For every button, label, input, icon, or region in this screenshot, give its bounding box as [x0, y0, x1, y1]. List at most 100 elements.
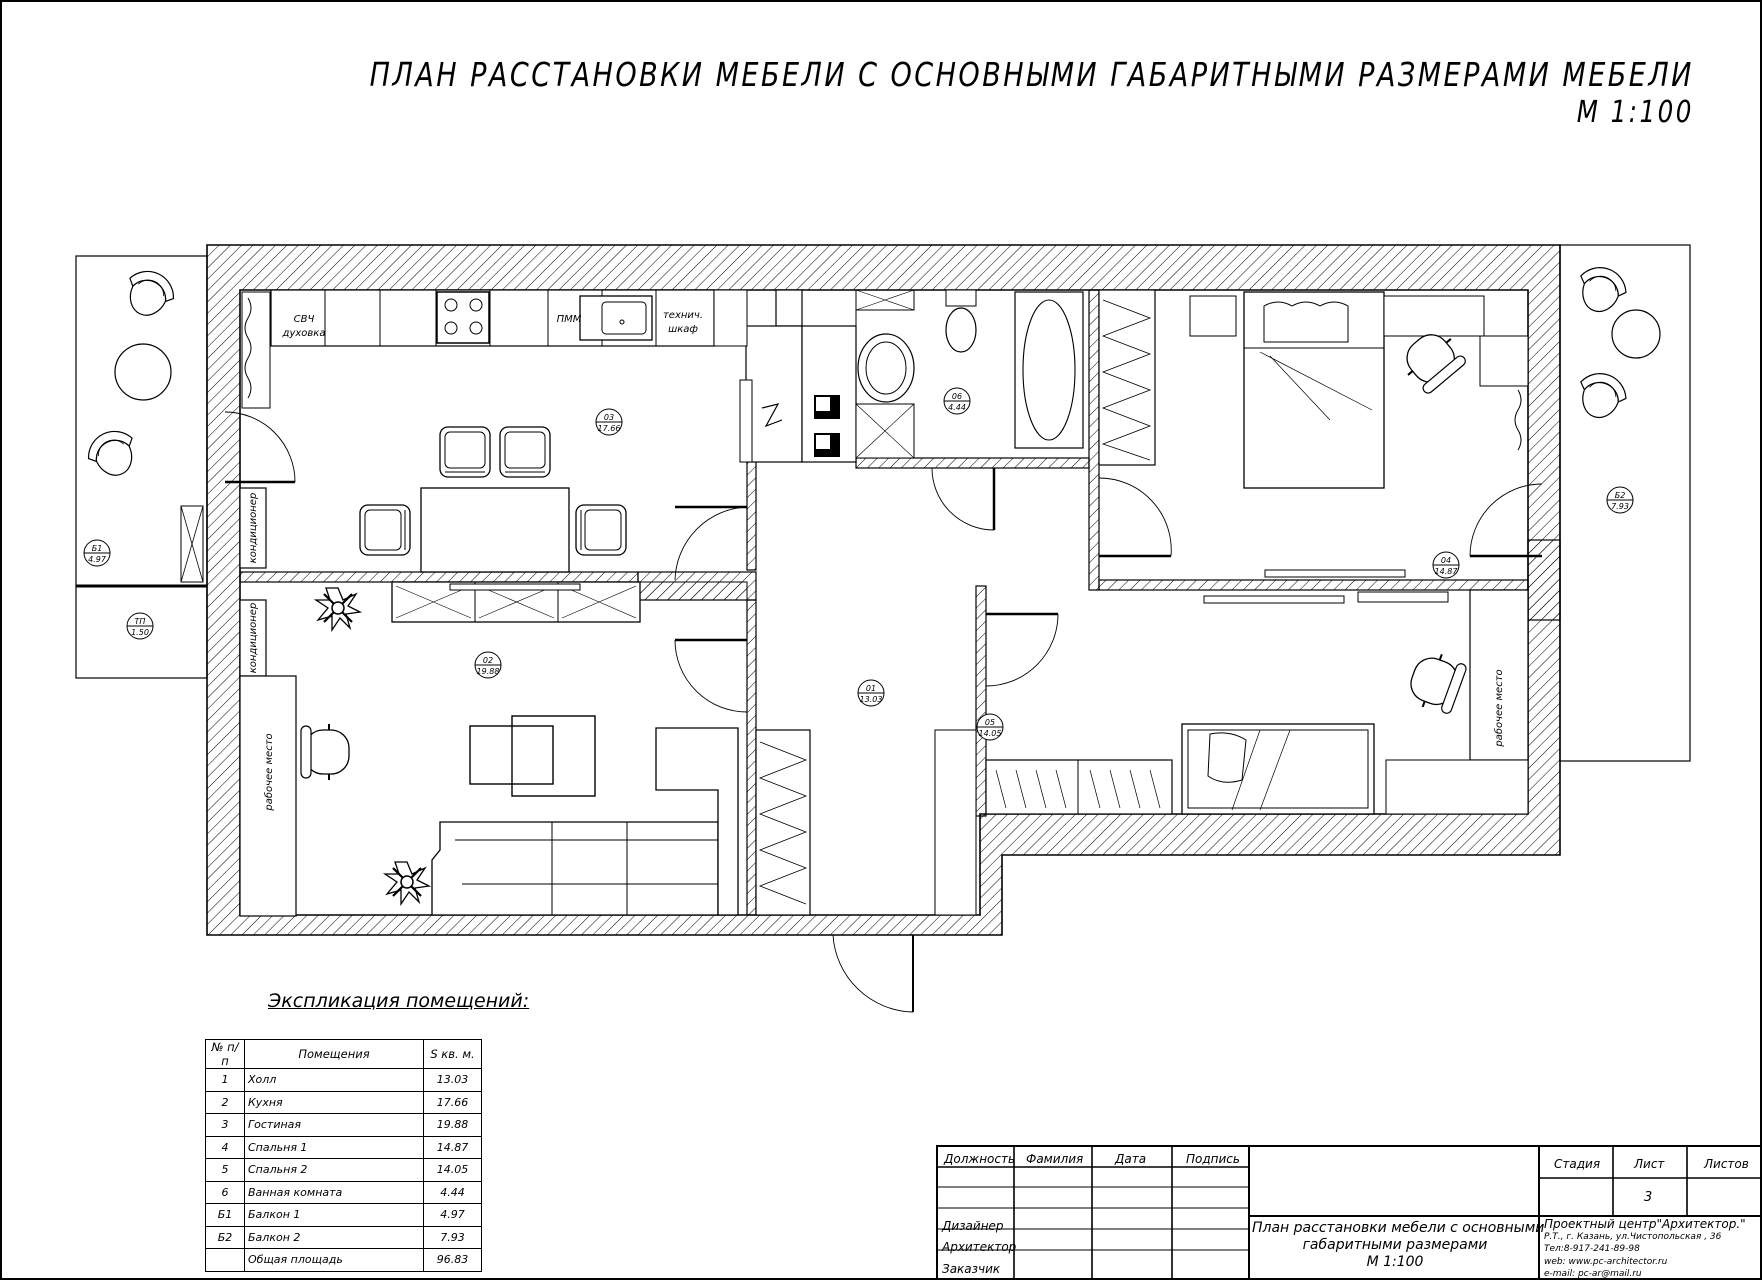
stamp-sheet-number: 3 — [1644, 1190, 1653, 1205]
stamp-sheet-label: Лист — [1634, 1157, 1665, 1171]
sofa — [431, 821, 719, 916]
svg-text:14.05: 14.05 — [979, 729, 1002, 738]
row-room: Спальня 1 — [244, 1135, 424, 1159]
washbasin — [857, 333, 915, 403]
svg-text:СВЧ: СВЧ — [294, 314, 315, 325]
row-number: 5 — [205, 1158, 245, 1182]
dining-table — [420, 487, 570, 573]
stamp-role-architect: Архитектор — [942, 1240, 1017, 1254]
row-number: 1 — [205, 1068, 245, 1092]
svg-text:технич.: технич. — [663, 310, 703, 321]
row-number: 3 — [205, 1113, 245, 1137]
row-area: 4.97 — [423, 1203, 482, 1227]
explication-title: Экспликация помещений: — [268, 990, 530, 1012]
svg-text:рабочее место: рабочее место — [1493, 669, 1505, 747]
svg-text:ТП: ТП — [135, 617, 146, 626]
stamp-stage-label: Стадия — [1554, 1157, 1601, 1171]
col-header-area: S кв. м. — [423, 1039, 482, 1069]
stamp-sheet-title: План расстановки мебели с основными габа… — [1252, 1220, 1544, 1271]
stamp-header-date: Дата — [1115, 1152, 1147, 1166]
row-number: Б2 — [205, 1225, 245, 1249]
stamp-sheets-label: Листов — [1704, 1157, 1749, 1171]
svg-text:Б2: Б2 — [1615, 491, 1626, 500]
stamp-header-surname: Фамилия — [1026, 1152, 1084, 1166]
row-room: Общая площадь — [244, 1248, 424, 1272]
row-number: 4 — [205, 1135, 245, 1159]
svg-text:ПММ: ПММ — [557, 314, 582, 325]
row-number: 2 — [205, 1090, 245, 1114]
row-area: 14.87 — [423, 1135, 482, 1159]
door-swings — [224, 411, 1543, 1013]
furniture-labels: СВЧ духовка ПММ технич. шкаф кондиционер… — [248, 310, 1505, 812]
sink — [579, 295, 653, 341]
stamp-org-email: e-mail: pc-ar@mail.ru — [1544, 1269, 1642, 1279]
svg-text:4.44: 4.44 — [948, 403, 966, 412]
svg-text:14.87: 14.87 — [1435, 567, 1459, 576]
desk-bedroom — [1469, 589, 1529, 761]
table-header-row: № п/п Помещения S кв. м. — [205, 1039, 482, 1069]
stamp-header-position: Должность — [944, 1152, 1016, 1166]
svg-text:13.03: 13.03 — [860, 695, 883, 704]
row-area: 14.05 — [423, 1158, 482, 1182]
wardrobe-bedroom-2 — [985, 759, 1173, 815]
stamp-header-signature: Подпись — [1186, 1152, 1240, 1166]
row-area: 19.88 — [423, 1113, 482, 1137]
row-area: 17.66 — [423, 1090, 482, 1114]
row-room: Холл — [244, 1068, 424, 1092]
svg-text:4.97: 4.97 — [88, 555, 107, 564]
row-number: 6 — [205, 1180, 245, 1204]
svg-text:06: 06 — [952, 392, 962, 401]
stamp-role-designer: Дизайнер — [942, 1219, 1004, 1233]
svg-text:02: 02 — [483, 656, 493, 665]
row-room: Гостиная — [244, 1113, 424, 1137]
col-header-room: Помещения — [244, 1039, 424, 1069]
stamp-role-client: Заказчик — [942, 1262, 1001, 1276]
hob — [436, 291, 490, 344]
svg-text:17.66: 17.66 — [598, 424, 621, 433]
svg-text:кондиционер: кондиционер — [248, 493, 259, 564]
row-room: Балкон 1 — [244, 1203, 424, 1227]
row-room: Кухня — [244, 1090, 424, 1114]
row-room: Балкон 2 — [244, 1225, 424, 1249]
svg-text:01: 01 — [866, 684, 876, 693]
svg-text:03: 03 — [604, 413, 614, 422]
svg-text:кондиционер: кондиционер — [248, 603, 259, 674]
svg-text:рабочее место: рабочее место — [263, 733, 275, 811]
row-area: 7.93 — [423, 1225, 482, 1249]
row-room: Ванная комната — [244, 1180, 424, 1204]
stamp-sheet-title-line-2: габаритными размерами — [1302, 1237, 1488, 1253]
row-number: Б1 — [205, 1203, 245, 1227]
svg-text:04: 04 — [1441, 556, 1451, 565]
svg-text:шкаф: шкаф — [668, 324, 698, 335]
stamp-org-name: Проектный центр"Архитектор." — [1544, 1217, 1746, 1231]
svg-text:духовка: духовка — [282, 328, 326, 339]
svg-text:Б1: Б1 — [92, 544, 103, 553]
toilet — [945, 307, 977, 353]
stamp-org-web: web: www.pc-architector.ru — [1544, 1256, 1668, 1267]
drawing-scale: М 1:100 — [1576, 95, 1694, 130]
svg-text:7.93: 7.93 — [1611, 502, 1629, 511]
svg-text:05: 05 — [985, 718, 995, 727]
svg-text:19.88: 19.88 — [477, 667, 500, 676]
stamp-org-address: Р.Т., г. Казань, ул.Чистопольская , 36 — [1544, 1231, 1722, 1242]
row-area: 4.44 — [423, 1180, 482, 1204]
room-tags — [83, 387, 1634, 741]
svg-text:1.50: 1.50 — [131, 628, 149, 637]
row-area: 96.83 — [423, 1248, 482, 1272]
row-room: Спальня 2 — [244, 1158, 424, 1182]
desk-living — [239, 675, 297, 917]
